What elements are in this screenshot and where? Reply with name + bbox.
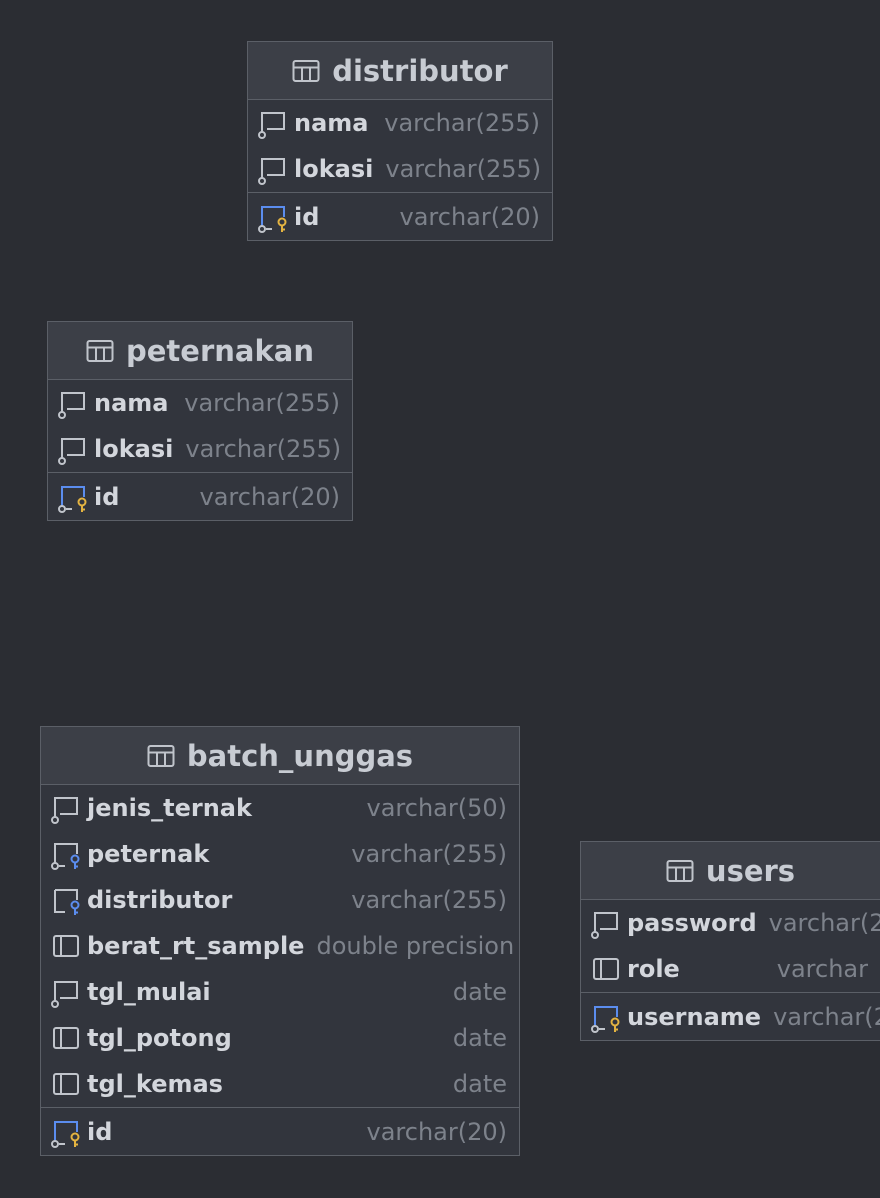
column-name: distributor bbox=[87, 886, 233, 914]
column-name: id bbox=[87, 1117, 113, 1146]
primary-key-icon bbox=[51, 1120, 80, 1148]
column-type: varchar(20) bbox=[199, 482, 341, 511]
column-row-tgl-potong[interactable]: tgl_potong date bbox=[41, 1015, 519, 1061]
column-type: varchar(255) bbox=[384, 109, 540, 137]
column-type: varchar(255) bbox=[385, 155, 542, 183]
primary-key-icon bbox=[58, 485, 87, 513]
column-type: date bbox=[452, 1024, 507, 1052]
nullable-column-icon bbox=[258, 158, 285, 185]
column-name: id bbox=[294, 202, 320, 231]
column-type: varchar(255) bbox=[351, 886, 507, 914]
column-row-nama[interactable]: nama varchar(255) bbox=[48, 380, 352, 426]
column-name: tgl_potong bbox=[87, 1024, 232, 1052]
foreign-key-icon bbox=[51, 843, 80, 870]
table-title: batch_unggas bbox=[186, 738, 414, 773]
column-type: varchar(2 bbox=[773, 1002, 880, 1031]
table-icon bbox=[666, 859, 694, 882]
table-header[interactable]: distributor bbox=[248, 42, 552, 100]
table-users[interactable]: users password varchar(2 role varchar us… bbox=[580, 841, 880, 1041]
table-icon bbox=[86, 339, 114, 362]
column-type: date bbox=[452, 978, 507, 1006]
nullable-column-icon bbox=[51, 797, 78, 824]
column-icon bbox=[53, 935, 79, 957]
table-icon bbox=[147, 744, 175, 767]
column-name: role bbox=[627, 955, 680, 983]
column-row-lokasi[interactable]: lokasi varchar(255) bbox=[248, 146, 552, 192]
column-name: nama bbox=[94, 389, 169, 417]
column-type: varchar(2 bbox=[768, 909, 880, 937]
column-row-id[interactable]: id varchar(20) bbox=[248, 192, 552, 240]
primary-key-icon bbox=[591, 1005, 620, 1033]
column-icon bbox=[53, 1027, 79, 1049]
column-name: lokasi bbox=[294, 155, 374, 183]
primary-key-icon bbox=[258, 205, 287, 233]
column-row-id[interactable]: id varchar(20) bbox=[41, 1107, 519, 1155]
column-name: jenis_ternak bbox=[87, 794, 252, 822]
column-type: varchar(50) bbox=[366, 794, 508, 822]
column-name: berat_rt_sample bbox=[87, 932, 305, 960]
column-type: double precision bbox=[316, 932, 515, 960]
column-row-jenis-ternak[interactable]: jenis_ternak varchar(50) bbox=[41, 785, 519, 831]
column-type: varchar(20) bbox=[366, 1117, 508, 1146]
column-name: tgl_kemas bbox=[87, 1070, 223, 1098]
nullable-column-icon bbox=[51, 981, 78, 1008]
table-title: peternakan bbox=[126, 333, 314, 368]
foreign-key-icon bbox=[54, 889, 80, 915]
nullable-column-icon bbox=[58, 392, 85, 419]
nullable-column-icon bbox=[58, 438, 85, 465]
column-row-password[interactable]: password varchar(2 bbox=[581, 900, 880, 946]
column-row-lokasi[interactable]: lokasi varchar(255) bbox=[48, 426, 352, 472]
table-header[interactable]: users bbox=[581, 842, 880, 900]
column-row-id[interactable]: id varchar(20) bbox=[48, 472, 352, 520]
column-row-tgl-mulai[interactable]: tgl_mulai date bbox=[41, 969, 519, 1015]
table-icon bbox=[292, 59, 320, 82]
column-type: varchar(20) bbox=[399, 202, 541, 231]
column-row-role[interactable]: role varchar bbox=[581, 946, 880, 992]
table-distributor[interactable]: distributor nama varchar(255) lokasi var… bbox=[247, 41, 553, 241]
column-row-distributor[interactable]: distributor varchar(255) bbox=[41, 877, 519, 923]
table-batch-unggas[interactable]: batch_unggas jenis_ternak varchar(50) pe… bbox=[40, 726, 520, 1156]
column-row-username[interactable]: username varchar(2 bbox=[581, 992, 880, 1040]
column-name: password bbox=[627, 909, 757, 937]
column-name: lokasi bbox=[94, 435, 174, 463]
column-name: tgl_mulai bbox=[87, 978, 211, 1006]
column-row-peternak[interactable]: peternak varchar(255) bbox=[41, 831, 519, 877]
column-row-nama[interactable]: nama varchar(255) bbox=[248, 100, 552, 146]
column-name: username bbox=[627, 1002, 762, 1031]
table-header[interactable]: batch_unggas bbox=[41, 727, 519, 785]
nullable-column-icon bbox=[591, 912, 618, 939]
column-name: nama bbox=[294, 109, 369, 137]
column-row-tgl-kemas[interactable]: tgl_kemas date bbox=[41, 1061, 519, 1107]
table-title: distributor bbox=[332, 53, 508, 88]
column-type: varchar(255) bbox=[184, 389, 340, 417]
column-icon bbox=[53, 1073, 79, 1095]
column-type: date bbox=[452, 1070, 507, 1098]
column-row-berat-rt-sample[interactable]: berat_rt_sample double precision bbox=[41, 923, 519, 969]
nullable-column-icon bbox=[258, 112, 285, 139]
table-peternakan[interactable]: peternakan nama varchar(255) lokasi varc… bbox=[47, 321, 353, 521]
table-title: users bbox=[705, 853, 796, 888]
column-type: varchar(255) bbox=[351, 840, 507, 868]
column-type: varchar(255) bbox=[185, 435, 342, 463]
table-header[interactable]: peternakan bbox=[48, 322, 352, 380]
column-name: id bbox=[94, 482, 120, 511]
column-name: peternak bbox=[87, 840, 210, 868]
column-icon bbox=[593, 958, 619, 980]
column-type: varchar bbox=[776, 955, 868, 983]
